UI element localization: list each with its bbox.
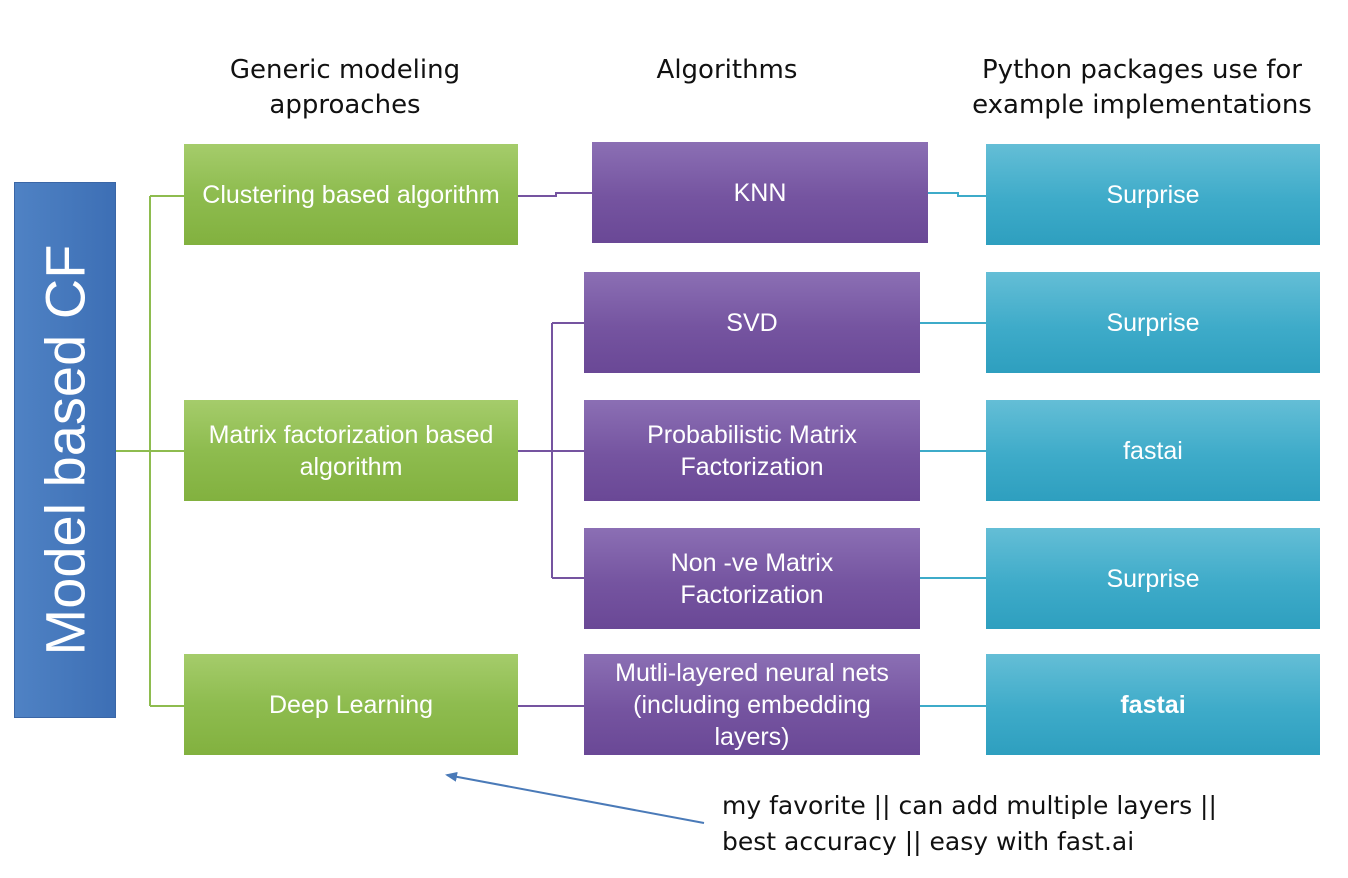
algorithm-label: (including embedding [633, 690, 871, 719]
algorithm-to-package-connector [920, 192, 986, 707]
algorithm-label: Factorization [680, 452, 824, 481]
algorithm-label: Non -ve Matrix [670, 548, 834, 577]
algorithm-knn: KNN [592, 142, 928, 243]
root-label: Model based CF [33, 244, 97, 656]
header-line: approaches [269, 90, 421, 120]
package-label: fastai [1123, 436, 1183, 465]
package-label: Surprise [1106, 564, 1200, 593]
header-line: Python packages use for [982, 55, 1302, 85]
algorithm-label: SVD [726, 308, 778, 337]
package-knn: Surprise [986, 144, 1320, 245]
root-to-approaches-connector [116, 195, 184, 707]
package-nmf: Surprise [986, 528, 1320, 629]
approach-label: Matrix factorization based [208, 420, 494, 449]
header-line: Generic modeling [229, 55, 461, 85]
header-line: Algorithms [656, 55, 798, 85]
approach-deep-learning: Deep Learning [184, 654, 518, 755]
algorithm-label: KNN [733, 178, 787, 207]
algorithm-label: Mutli-layered neural nets [615, 658, 889, 687]
package-label: Surprise [1106, 180, 1200, 209]
package-pmf: fastai [986, 400, 1320, 501]
annotation-line: best accuracy || easy with fast.ai [722, 827, 1135, 856]
package-neural-nets: fastai [986, 654, 1320, 755]
annotation-note: my favorite || can add multiple layers |… [722, 788, 1282, 860]
package-svd: Surprise [986, 272, 1320, 373]
approach-label: Deep Learning [268, 690, 433, 719]
package-label: Surprise [1106, 308, 1200, 337]
header-algorithms: Algorithms [587, 53, 867, 88]
algorithm-pmf: Probabilistic Matrix Factorization [584, 400, 920, 501]
approach-label: algorithm [299, 452, 403, 481]
header-packages: Python packages use for example implemen… [962, 53, 1322, 123]
algorithm-neural-nets: Mutli-layered neural nets (including emb… [584, 654, 920, 755]
algorithm-nmf: Non -ve Matrix Factorization [584, 528, 920, 629]
approach-matrix-factorization: Matrix factorization based algorithm [184, 400, 518, 501]
header-approaches: Generic modeling approaches [205, 53, 485, 123]
header-line: example implementations [972, 90, 1312, 120]
annotation-arrow [445, 771, 705, 824]
approach-clustering: Clustering based algorithm [184, 144, 518, 245]
approach-label: Clustering based algorithm [202, 180, 500, 209]
approach-to-algorithm-connector [518, 192, 592, 707]
annotation-line: my favorite || can add multiple layers |… [722, 791, 1217, 820]
package-label: fastai [1120, 690, 1186, 719]
algorithm-label: Probabilistic Matrix [647, 420, 857, 449]
root-node: Model based CF [14, 182, 116, 718]
algorithm-label: Factorization [680, 580, 824, 609]
algorithm-svd: SVD [584, 272, 920, 373]
algorithm-label: layers) [714, 722, 790, 751]
